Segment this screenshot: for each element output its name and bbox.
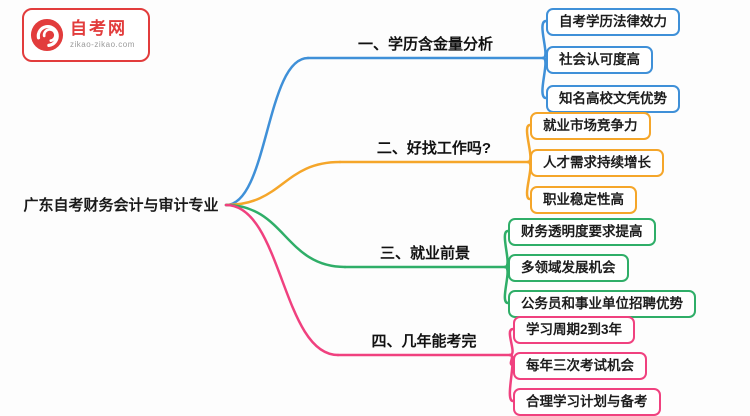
brand-name: 自考网 [70,19,127,39]
branch-label-1: 一、学历含金量分析 [357,36,493,53]
leaf-node: 知名高校文凭优势 [546,85,680,113]
branch-label-2: 二、好找工作吗? [376,140,492,157]
brand-text-block: 自考网 zikao-zikao.com [70,20,135,49]
leaf-node: 人才需求持续增长 [530,149,664,177]
leaf-node: 就业市场竞争力 [530,112,651,140]
branch-label-4: 四、几年能考完 [371,333,477,350]
leaf-node: 公务员和事业单位招聘优势 [508,290,696,318]
branch-label-3: 三、就业前景 [379,245,470,262]
brand-swirl-icon [30,18,64,52]
root-node: 广东自考财务会计与审计专业 [23,197,219,214]
leaf-node: 财务透明度要求提高 [508,218,656,246]
leaf-node: 多领域发展机会 [508,254,629,282]
leaf-node: 学习周期2到3年 [513,316,636,344]
brand-domain: zikao-zikao.com [70,39,135,49]
leaf-node: 合理学习计划与备考 [513,388,661,416]
leaf-node: 职业稳定性高 [530,186,637,214]
leaf-node: 社会认可度高 [546,46,653,74]
brand-logo: 自考网 zikao-zikao.com [22,8,150,62]
leaf-node: 每年三次考试机会 [513,352,647,380]
leaf-node: 自考学历法律效力 [546,8,680,36]
